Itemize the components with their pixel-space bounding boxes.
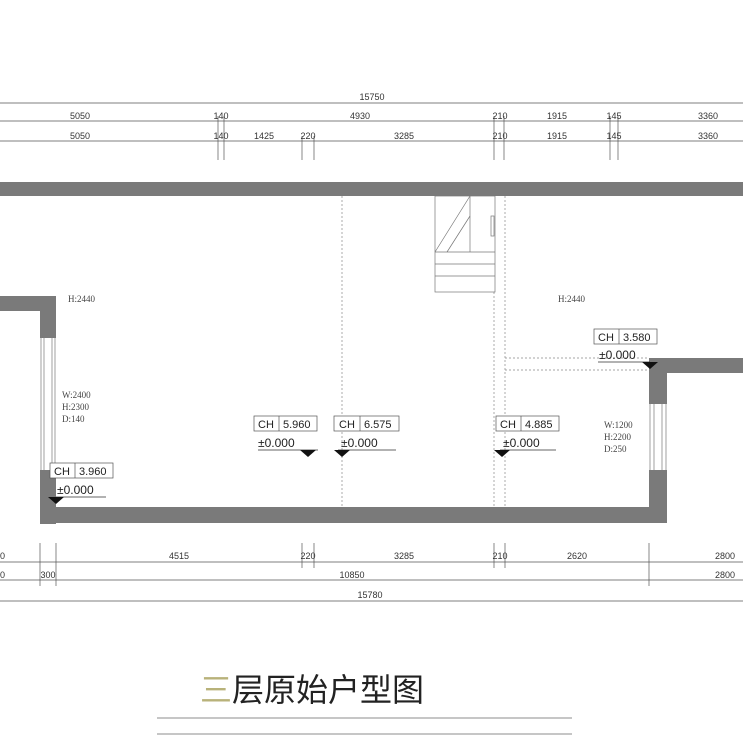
window-note: D:140 [62,414,85,424]
dim-label: 0 [0,551,5,561]
window-right [649,404,667,470]
dim-label: 145 [606,131,621,141]
dim-label: 5050 [70,111,90,121]
wall-right-stub [649,358,743,373]
dim-label: 10850 [339,570,364,580]
dim-row1-bottom: 0 4515 220 3285 210 2620 2800 [0,551,735,561]
window-left-notes: W:2400 H:2300 D:140 [62,390,91,424]
dim-label: 3285 [394,551,414,561]
level-value: ±0.000 [599,348,636,362]
dim-label: 210 [492,111,507,121]
level-value: ±0.000 [258,436,295,450]
bottom-dimension-lines [0,543,743,602]
ceiling-marker: CH 3.580 ±0.000 [593,328,658,369]
staircase [434,195,496,293]
dim-row2-bottom: 0 300 10850 2800 [0,570,735,580]
dim-total-top: 15750 [359,92,384,102]
level-triangle-icon [48,497,64,504]
ch-label: CH [339,419,355,431]
ch-label: CH [258,419,274,431]
wall-right-lower [649,470,667,523]
dim-label: 1915 [547,111,567,121]
ceiling-marker: CH 6.575 ±0.000 [333,415,400,457]
dim-label: 2800 [715,570,735,580]
dim-label: 4515 [169,551,189,561]
plan-title: 三层原始户型图 [200,671,424,709]
ch-label: CH [500,419,516,431]
ch-value: 3.960 [79,466,107,478]
level-triangle-icon [642,362,658,369]
dim-label: 3360 [698,111,718,121]
dim-label: 1915 [547,131,567,141]
wall-top [0,182,743,196]
window-note: D:250 [604,444,627,454]
window-note: W:1200 [604,420,633,430]
level-value: ±0.000 [341,436,378,450]
ch-label: CH [54,466,70,478]
ceiling-marker: CH 5.960 ±0.000 [253,415,318,457]
dim-label: 220 [300,551,315,561]
dim-row2-top: 5050 140 1425 220 3285 210 1915 145 3360 [70,131,718,141]
ch-label: CH [598,332,614,344]
ch-value: 4.885 [525,419,553,431]
window-right-notes: W:1200 H:2200 D:250 [604,420,633,454]
dim-label: 145 [606,111,621,121]
window-note: H:2300 [62,402,90,412]
level-value: ±0.000 [57,483,94,497]
level-triangle-icon [494,450,510,457]
top-dimension-lines [0,102,743,160]
window-note: H:2200 [604,432,632,442]
ch-value: 5.960 [283,419,311,431]
dim-label: 140 [213,111,228,121]
dim-label: 2620 [567,551,587,561]
dim-label: 3285 [394,131,414,141]
dim-label: 210 [492,551,507,561]
dashed-lines [341,196,649,507]
room-height-right: H:2440 [558,294,586,304]
ch-value: 3.580 [623,332,651,344]
window-note: W:2400 [62,390,91,400]
level-triangle-icon [334,450,350,457]
wall-bottom [40,507,667,523]
ceiling-marker: CH 3.960 ±0.000 [48,462,114,504]
dim-label: 300 [40,570,55,580]
dim-label: 0 [0,570,5,580]
level-value: ±0.000 [503,436,540,450]
window-left [40,338,56,470]
room-height-left: H:2440 [68,294,96,304]
dim-total-bottom: 15780 [357,590,382,600]
dim-label: 220 [300,131,315,141]
dim-label: 210 [492,131,507,141]
ceiling-marker: CH 4.885 ±0.000 [494,415,560,457]
dim-row1-top: 5050 140 4930 210 1915 145 3360 [70,111,718,121]
dim-label: 4930 [350,111,370,121]
title-first-char: 三 [200,671,232,709]
walls [0,182,743,524]
dim-label: 2800 [715,551,735,561]
dim-label: 3360 [698,131,718,141]
ch-value: 6.575 [364,419,392,431]
dim-label: 140 [213,131,228,141]
dim-label: 5050 [70,131,90,141]
title-rest: 层原始户型图 [232,671,424,709]
wall-left-upper [40,296,56,338]
title-underline [157,717,572,735]
level-triangle-icon [300,450,316,457]
dim-label: 1425 [254,131,274,141]
